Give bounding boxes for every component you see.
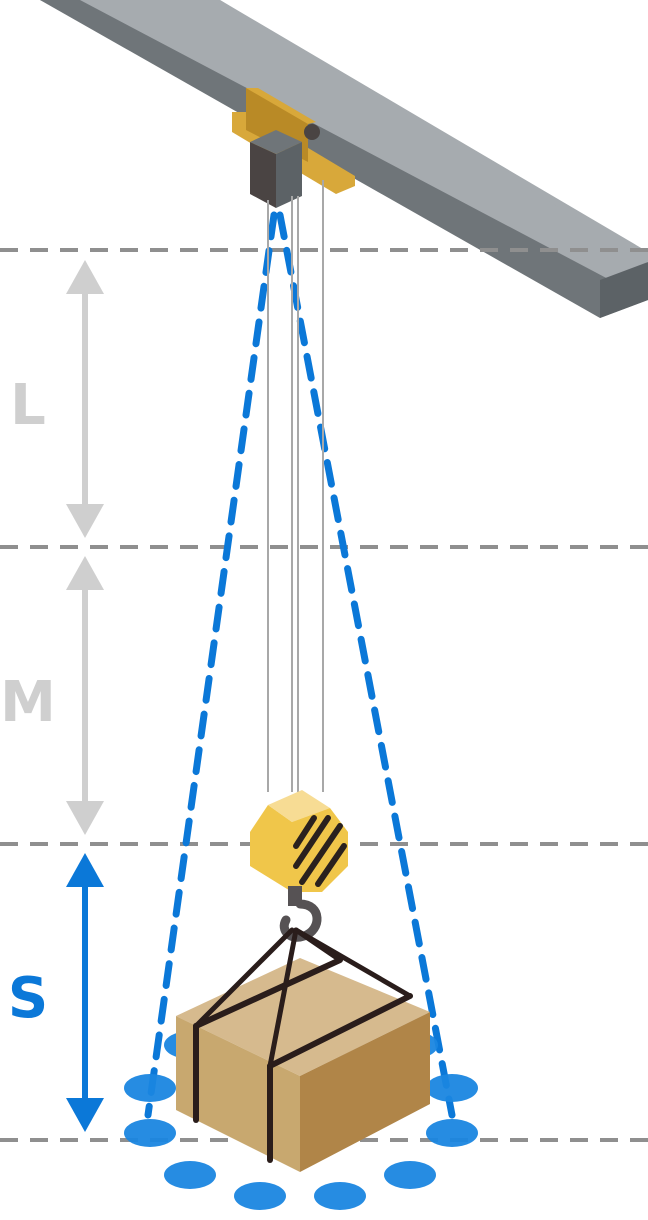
sway-cone: [144, 211, 456, 1119]
crane-beam-icon: [40, 0, 648, 318]
hook-block-left: [250, 805, 292, 892]
trolley-front-shade: [246, 88, 316, 124]
hoist-ropes: [267, 180, 324, 792]
sling: [193, 927, 295, 1029]
hoist-body-side: [276, 142, 302, 208]
beam-front-face: [40, 0, 648, 318]
beam-web: [75, 0, 648, 280]
sway-cone-left: [144, 211, 278, 1119]
sway-cone-right: [276, 211, 456, 1119]
box-top: [176, 958, 430, 1076]
sling: [293, 927, 343, 963]
arrow-head-down: [66, 1098, 104, 1132]
beam-bottom-flange: [600, 262, 648, 318]
hoist-body: [250, 142, 276, 208]
cargo-box-icon: [176, 927, 430, 1172]
arrow-head-down: [66, 504, 104, 538]
zone-arrow-s: [66, 853, 104, 1132]
zone-label-s: S: [8, 966, 48, 1031]
sling: [267, 927, 299, 1069]
strap: [193, 957, 343, 1029]
sway-spot: [124, 1074, 176, 1102]
stripe: [315, 843, 347, 887]
sway-spot: [314, 1182, 366, 1210]
arrow-head-up: [66, 556, 104, 590]
sway-spot: [124, 1119, 176, 1147]
sway-spot: [234, 1182, 286, 1210]
strap: [267, 993, 413, 1069]
arrow-head-up: [66, 260, 104, 294]
sway-spot: [164, 1161, 216, 1189]
zone-arrow-l: [66, 260, 104, 538]
stripe: [299, 823, 343, 885]
arrow-head-up: [66, 853, 104, 887]
zone-dividers: [0, 248, 648, 1142]
trolley-wheel: [304, 124, 320, 140]
box-right: [300, 1012, 430, 1172]
sway-spot: [426, 1074, 478, 1102]
hook-block-icon: [250, 790, 348, 892]
trolley-hoist-icon: [232, 88, 355, 208]
hook-block-stripes: [293, 815, 347, 887]
arrow-head-down: [66, 801, 104, 835]
sway-spot: [426, 1119, 478, 1147]
stripe: [293, 815, 317, 849]
zone-label-l: L: [10, 373, 46, 438]
zone-label-m: M: [0, 670, 56, 735]
zone-arrow-m: [66, 556, 104, 835]
box-straps: [193, 927, 413, 1163]
sway-spot: [384, 1161, 436, 1189]
stripe: [293, 815, 331, 869]
hook-block-top: [268, 790, 330, 822]
hoist-body-top: [250, 130, 302, 154]
